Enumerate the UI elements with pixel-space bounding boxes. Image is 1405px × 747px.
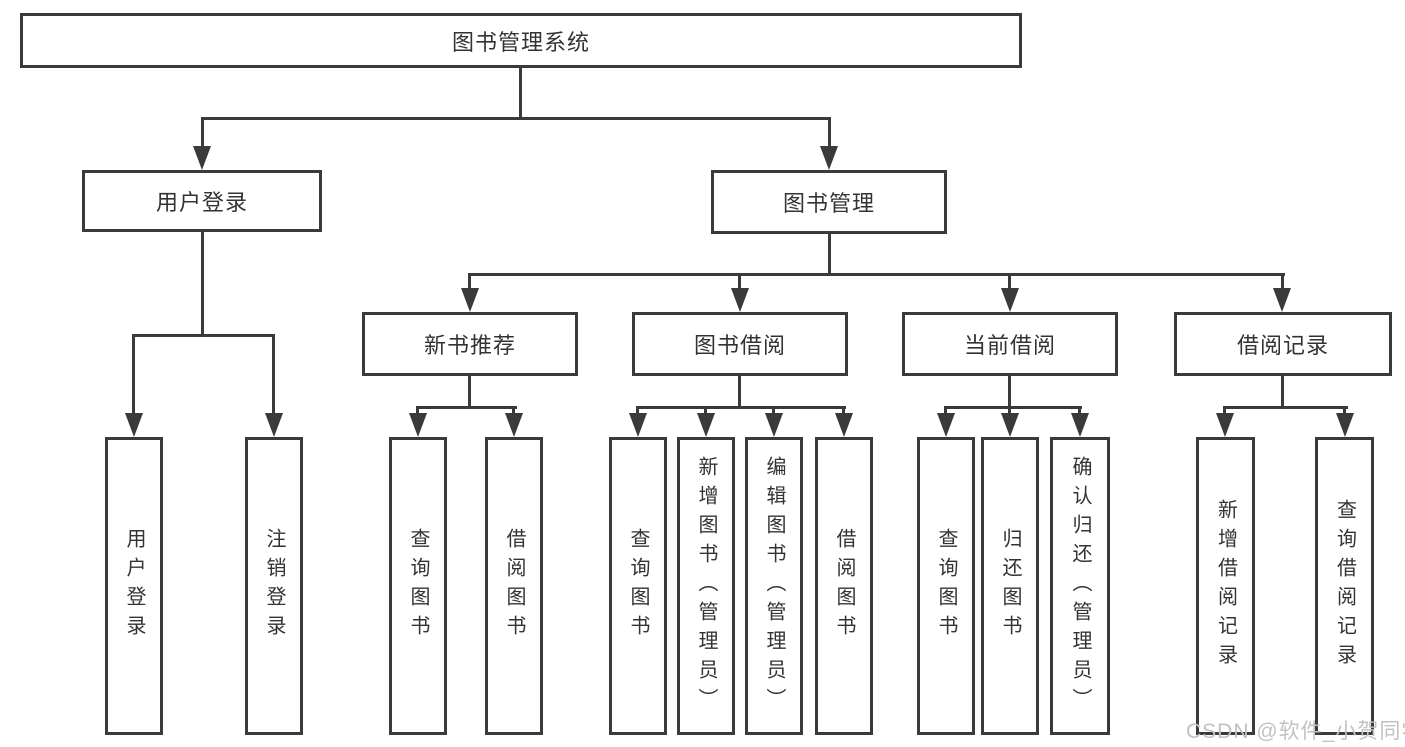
leaf-query-borrow-record: 查询借阅记录 — [1315, 437, 1374, 735]
arrowhead-down-icon — [1336, 413, 1354, 437]
node-label: 编辑图书（管理员） — [763, 455, 785, 717]
connector-line — [132, 334, 135, 416]
arrowhead-down-icon — [461, 288, 479, 312]
connector-line — [469, 273, 1285, 276]
connector-line — [738, 273, 741, 290]
connector-line — [1008, 406, 1011, 416]
arrowhead-down-icon — [820, 146, 838, 170]
connector-line — [1008, 273, 1011, 290]
csdn-watermark: CSDN @软件_小贺同学 — [1186, 720, 1405, 743]
connector-line — [272, 334, 275, 416]
arrowhead-down-icon — [629, 413, 647, 437]
node-label: 查询图书 — [935, 528, 957, 644]
leaf-borrow-books-recommend: 借阅图书 — [485, 437, 543, 735]
node-label: 查询图书 — [407, 528, 429, 644]
leaf-return-books: 归还图书 — [981, 437, 1039, 735]
arrowhead-down-icon — [193, 146, 211, 170]
node-current-borrowing: 当前借阅 — [902, 312, 1118, 376]
node-label: 用户登录 — [123, 528, 145, 644]
arrowhead-down-icon — [265, 413, 283, 437]
node-label: 新增图书（管理员） — [695, 455, 717, 717]
connector-line — [201, 232, 204, 337]
connector-line — [201, 117, 831, 120]
connector-line — [636, 406, 846, 409]
node-label: 新增借阅记录 — [1214, 499, 1237, 673]
leaf-add-borrow-record: 新增借阅记录 — [1196, 437, 1255, 735]
connector-line — [1008, 376, 1011, 409]
connector-line — [1281, 273, 1284, 290]
node-user-login: 用户登录 — [82, 170, 322, 232]
arrowhead-down-icon — [1216, 413, 1234, 437]
leaf-logout: 注销登录 — [245, 437, 303, 735]
connector-line — [201, 117, 204, 149]
arrowhead-down-icon — [731, 288, 749, 312]
node-book-management: 图书管理 — [711, 170, 947, 234]
arrowhead-down-icon — [765, 413, 783, 437]
connector-line — [1223, 406, 1226, 416]
connector-line — [468, 376, 471, 409]
node-label: 图书管理系统 — [451, 29, 590, 55]
connector-line — [828, 117, 831, 149]
leaf-edit-books-admin: 编辑图书（管理员） — [745, 437, 803, 735]
node-label: 借阅图书 — [503, 528, 525, 644]
arrowhead-down-icon — [125, 413, 143, 437]
arrowhead-down-icon — [1001, 288, 1019, 312]
connector-line — [133, 334, 275, 337]
connector-line — [1078, 406, 1081, 416]
connector-line — [738, 376, 741, 409]
connector-line — [636, 406, 639, 416]
connector-line — [772, 406, 775, 416]
node-root: 图书管理系统 — [20, 13, 1022, 68]
connector-line — [1343, 406, 1346, 416]
node-label: 新书推荐 — [423, 333, 516, 358]
leaf-query-books-recommend: 查询图书 — [389, 437, 447, 735]
node-label: 图书借阅 — [693, 333, 786, 358]
node-label: 借阅图书 — [833, 528, 855, 644]
leaf-query-books-current: 查询图书 — [917, 437, 975, 735]
connector-line — [842, 406, 845, 416]
connector-line — [512, 406, 515, 416]
leaf-user-login: 用户登录 — [105, 437, 163, 735]
node-new-book-recommend: 新书推荐 — [362, 312, 578, 376]
node-borrow-records: 借阅记录 — [1174, 312, 1392, 376]
node-label: 确认归还（管理员） — [1069, 455, 1091, 717]
connector-line — [704, 406, 707, 416]
connector-line — [828, 234, 831, 276]
arrowhead-down-icon — [505, 413, 523, 437]
connector-line — [944, 406, 947, 416]
connector-line — [1224, 406, 1348, 409]
connector-line — [1281, 376, 1284, 409]
node-label: 用户登录 — [155, 190, 248, 215]
arrowhead-down-icon — [937, 413, 955, 437]
arrowhead-down-icon — [409, 413, 427, 437]
node-label: 注销登录 — [263, 528, 285, 644]
arrowhead-down-icon — [697, 413, 715, 437]
connector-line — [417, 406, 517, 409]
arrowhead-down-icon — [1273, 288, 1291, 312]
arrowhead-down-icon — [835, 413, 853, 437]
arrowhead-down-icon — [1001, 413, 1019, 437]
connector-line — [416, 406, 419, 416]
node-label: 查询借阅记录 — [1333, 499, 1356, 673]
leaf-borrow-books: 借阅图书 — [815, 437, 873, 735]
leaf-add-books-admin: 新增图书（管理员） — [677, 437, 735, 735]
node-label: 图书管理 — [782, 191, 875, 216]
leaf-confirm-return-admin: 确认归还（管理员） — [1050, 437, 1110, 735]
node-label: 查询图书 — [627, 528, 649, 644]
node-label: 归还图书 — [999, 528, 1021, 644]
leaf-query-books-borrowing: 查询图书 — [609, 437, 667, 735]
arrowhead-down-icon — [1071, 413, 1089, 437]
node-label: 当前借阅 — [963, 333, 1056, 358]
connector-line — [468, 273, 471, 290]
node-label: 借阅记录 — [1236, 333, 1329, 358]
connector-line — [519, 68, 522, 118]
node-book-borrowing: 图书借阅 — [632, 312, 848, 376]
connector-line — [944, 406, 1082, 409]
